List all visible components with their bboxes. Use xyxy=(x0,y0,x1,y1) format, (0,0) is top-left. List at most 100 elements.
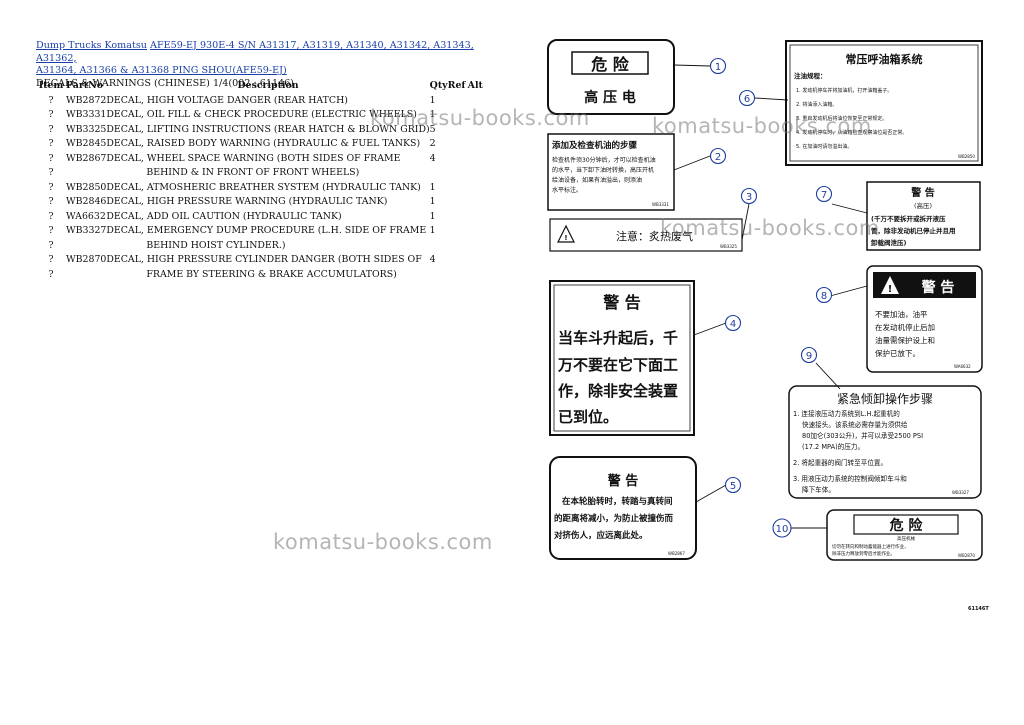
cell-description: DECAL, HIGH PRESSURE WARNING (HYDRAULIC … xyxy=(106,196,388,207)
decal-diagram: 危 险 高 压 电 添加及检查机油的步骤 检查机件须30分钟后，才可以检查机油 … xyxy=(547,39,989,612)
decal-4-raised-body: 警 告 当车斗升起后，千 万不要在它下面工 作，除非安全装置 已到位。 xyxy=(549,280,695,436)
decal-9-emergency-dump: 紧急倾卸操作步骤 1. 连接液压动力系统到L.H.起重机的 快速接头。该系统必需… xyxy=(788,385,982,499)
decal-10-high-pressure-cylinder: 危 险 高压机械 切勿在转向和制动蓄能器上进行作业， 除非压力释放到零后才能作业… xyxy=(826,509,983,561)
cell-alt xyxy=(468,239,488,254)
cell-qty: 1 xyxy=(429,225,436,236)
cell-description: FRAME BY STEERING & BRAKE ACCUMULATORS) xyxy=(146,268,397,280)
cell-qty xyxy=(430,166,448,181)
svg-text:!: ! xyxy=(564,234,567,242)
decal-9-line5: 2. 将起重器的阀门转至平位置。 xyxy=(793,458,887,467)
cell-alt xyxy=(468,268,488,283)
cell-partno: WA6632 xyxy=(66,210,106,222)
cell-item: ? xyxy=(48,268,54,280)
callout-8: 8 xyxy=(815,286,833,304)
svg-text:5: 5 xyxy=(730,481,736,492)
cell-item: ? xyxy=(48,225,54,236)
cell-partno: WB2845 xyxy=(66,138,107,149)
cell-qty: 4 xyxy=(429,152,436,164)
cell-alt xyxy=(468,152,488,167)
cell-qty xyxy=(430,239,448,254)
decal-6-line2: 2. 将油添入油箱。 xyxy=(796,101,837,108)
svg-text:10: 10 xyxy=(776,524,789,535)
decal-5-code: WB2867 xyxy=(668,551,685,556)
cell-ref xyxy=(448,253,468,268)
cell-description: DECAL, ATMOSHERIC BREATHER SYSTEM (HYDRA… xyxy=(106,181,421,193)
svg-text:8: 8 xyxy=(821,291,827,302)
decal-10-sub: 高压机械 xyxy=(897,535,915,542)
cell-description: BEHIND & IN FRONT OF FRONT WHEELS) xyxy=(146,167,360,178)
svg-text:3: 3 xyxy=(746,192,752,203)
cell-ref xyxy=(448,210,468,225)
cell-item: ? xyxy=(48,181,54,193)
decal-7-line3: 卸载阀泄压) xyxy=(871,238,907,247)
decal-8-code: WA6632 xyxy=(954,364,971,369)
decal-9-line4: (17.2 MPA)的压力。 xyxy=(802,442,864,451)
decal-4-line1: 当车斗升起后，千 xyxy=(558,329,678,347)
parts-table: Item PartNo Description Qty Ref Alt ?WB2… xyxy=(36,79,488,282)
cell-ref xyxy=(448,268,468,283)
callout-6: 6 xyxy=(738,89,756,107)
decal-10-title: 危 险 xyxy=(889,517,924,534)
decal-6-code: WB2850 xyxy=(958,154,975,159)
breadcrumb-root-link[interactable]: Dump Trucks Komatsu xyxy=(36,40,147,51)
decal-9-line3: 80加仑(303公升)，并可以承受2500 PSI xyxy=(802,431,923,440)
decal-2-oil-fill: 添加及检查机油的步骤 检查机件须30分钟后，才可以检查机油 的水平，当下卸下油时… xyxy=(547,133,675,211)
warning-triangle-icon xyxy=(557,224,575,243)
callout-4: 4 xyxy=(724,314,742,332)
cell-qty: 1 xyxy=(429,196,436,207)
decal-2-line1: 检查机件须30分钟后，才可以检查机油 xyxy=(552,156,656,164)
decal-1-high-voltage: 危 险 高 压 电 xyxy=(547,39,675,115)
cell-description: DECAL, RAISED BODY WARNING (HYDRAULIC & … xyxy=(106,138,421,149)
col-header-partno: PartNo xyxy=(66,80,103,91)
cell-qty: 1 xyxy=(429,210,436,222)
svg-text:!: ! xyxy=(888,284,893,295)
cell-qty: 1 xyxy=(429,181,436,193)
cell-description: DECAL, WHEEL SPACE WARNING (BOTH SIDES O… xyxy=(106,152,401,164)
cell-item: ? xyxy=(48,239,54,251)
watermark-text: komatsu-books.com xyxy=(370,106,590,130)
decal-7-title: 警 告 xyxy=(910,186,934,199)
decal-7-line2: 管，除非发动机已停止并且用 xyxy=(871,226,956,235)
cell-qty: 5 xyxy=(429,123,436,135)
cell-partno: WB2850 xyxy=(66,181,107,193)
callout-1: 1 xyxy=(709,57,727,75)
cell-ref xyxy=(448,195,468,210)
breadcrumb-model-link[interactable]: AFE59-EJ 930E-4 S/N A31317, A31319, A313… xyxy=(36,40,474,76)
col-header-ref: Ref xyxy=(447,80,466,91)
col-header-alt: Alt xyxy=(467,80,483,91)
decal-2-line2: 的水平，当下卸下油时转换，高压开机 xyxy=(552,166,654,174)
cell-qty: 2 xyxy=(429,138,436,149)
decal-2-line3: 给油设备，如果有油溢出，则添油 xyxy=(552,176,642,184)
decal-8-line3: 油量需保护设上和 xyxy=(875,335,935,345)
cell-description: DECAL, HIGH VOLTAGE DANGER (REAR HATCH) xyxy=(106,94,348,106)
decal-7-sub: (高压) xyxy=(914,201,932,210)
decal-6-breather-system: 常压呼油箱系统 注油规程： 1. 发动机停车并将加油机，打开油箱盖子。 2. 将… xyxy=(785,40,983,166)
decal-4-title: 警 告 xyxy=(602,293,641,312)
decal-8-line2: 在发动机停止后加 xyxy=(875,322,935,332)
cell-description: DECAL, OIL FILL & CHECK PROCEDURE (ELECT… xyxy=(106,109,417,120)
cell-alt xyxy=(468,181,488,196)
cell-partno: WB2846 xyxy=(66,196,107,207)
cell-ref xyxy=(448,166,468,181)
figure-number: 61146T xyxy=(968,606,989,612)
cell-partno: WB2870 xyxy=(66,254,107,265)
cell-description: BEHIND HOIST CYLINDER.) xyxy=(146,239,286,251)
callout-3: 3 xyxy=(740,187,758,205)
decal-4-line4: 已到位。 xyxy=(558,408,618,426)
decal-3-hot-exhaust: ! 注意：炙热废气 WB3325 xyxy=(549,218,743,252)
cell-partno: WB2867 xyxy=(66,152,107,164)
callout-5: 5 xyxy=(724,476,742,494)
cell-ref xyxy=(448,239,468,254)
decal-3-code: WB3325 xyxy=(720,244,737,249)
cell-qty: 1 xyxy=(429,94,436,106)
callout-bubbles: 1 2 3 4 5 6 7 8 9 10 xyxy=(709,57,833,538)
decal-2-code: WB3331 xyxy=(652,202,669,207)
callout-7: 7 xyxy=(815,185,833,203)
callout-10: 10 xyxy=(772,518,792,538)
decal-6-line4: 4. 发动机停车时，从油箱检查观察油位是否正常。 xyxy=(796,129,907,136)
decal-9-line7: 降下车体。 xyxy=(802,485,835,494)
